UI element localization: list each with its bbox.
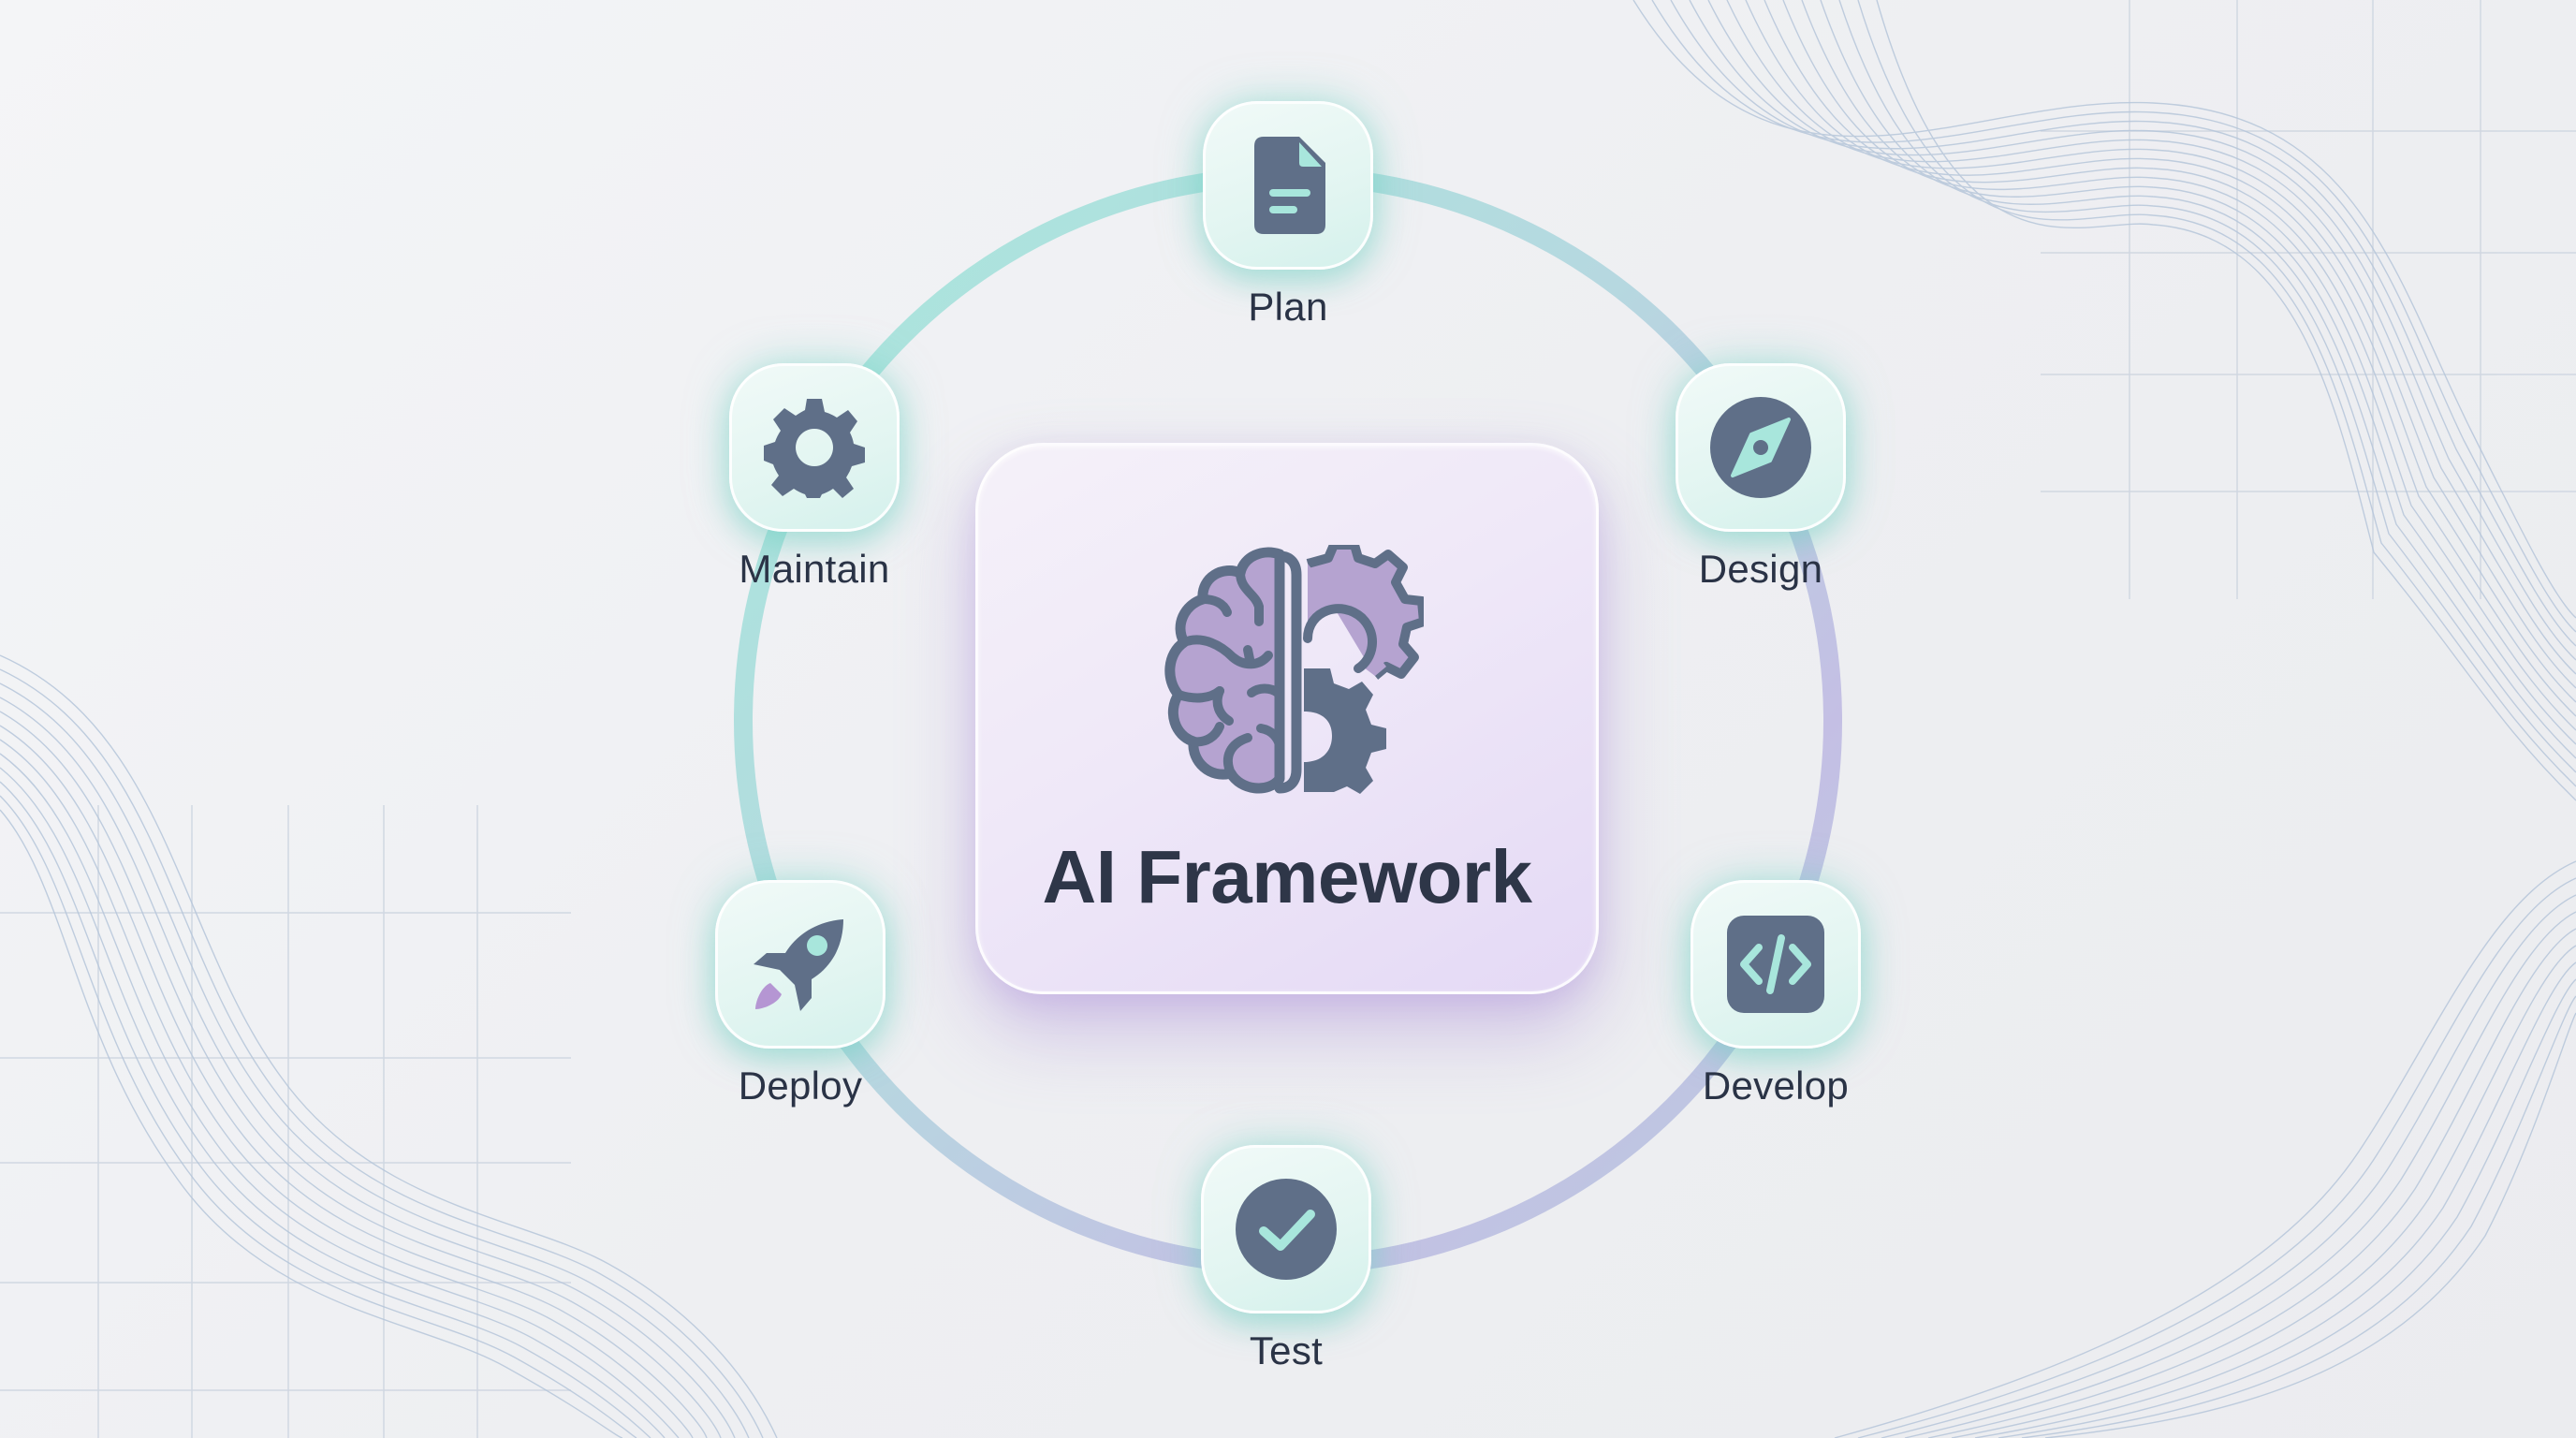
plan-tile[interactable]	[1203, 101, 1373, 270]
develop-tile[interactable]	[1690, 880, 1861, 1049]
check-circle-icon	[1236, 1179, 1337, 1280]
gear-icon	[764, 399, 865, 498]
node-test[interactable]: Test	[1174, 1145, 1398, 1416]
deploy-label: Deploy	[738, 1064, 863, 1108]
node-maintain[interactable]: Maintain	[702, 363, 927, 635]
center-title: AI Framework	[1042, 835, 1532, 918]
center-card: AI Framework	[975, 443, 1599, 994]
design-tile[interactable]	[1676, 363, 1846, 532]
node-design[interactable]: Design	[1648, 363, 1873, 635]
code-icon	[1727, 916, 1824, 1013]
node-develop[interactable]: Develop	[1663, 880, 1888, 1152]
deploy-tile[interactable]	[715, 880, 886, 1049]
maintain-tile[interactable]	[729, 363, 900, 532]
maintain-label: Maintain	[739, 547, 890, 591]
node-deploy[interactable]: Deploy	[688, 880, 913, 1152]
rocket-icon	[754, 919, 843, 1011]
develop-label: Develop	[1702, 1064, 1850, 1108]
document-icon	[1254, 137, 1325, 234]
design-label: Design	[1698, 547, 1823, 591]
node-plan[interactable]: Plan	[1176, 101, 1400, 373]
compass-icon	[1710, 397, 1811, 498]
plan-label: Plan	[1248, 285, 1328, 329]
test-tile[interactable]	[1201, 1145, 1371, 1313]
brain-gear-icon	[1164, 545, 1424, 794]
test-label: Test	[1249, 1328, 1324, 1372]
